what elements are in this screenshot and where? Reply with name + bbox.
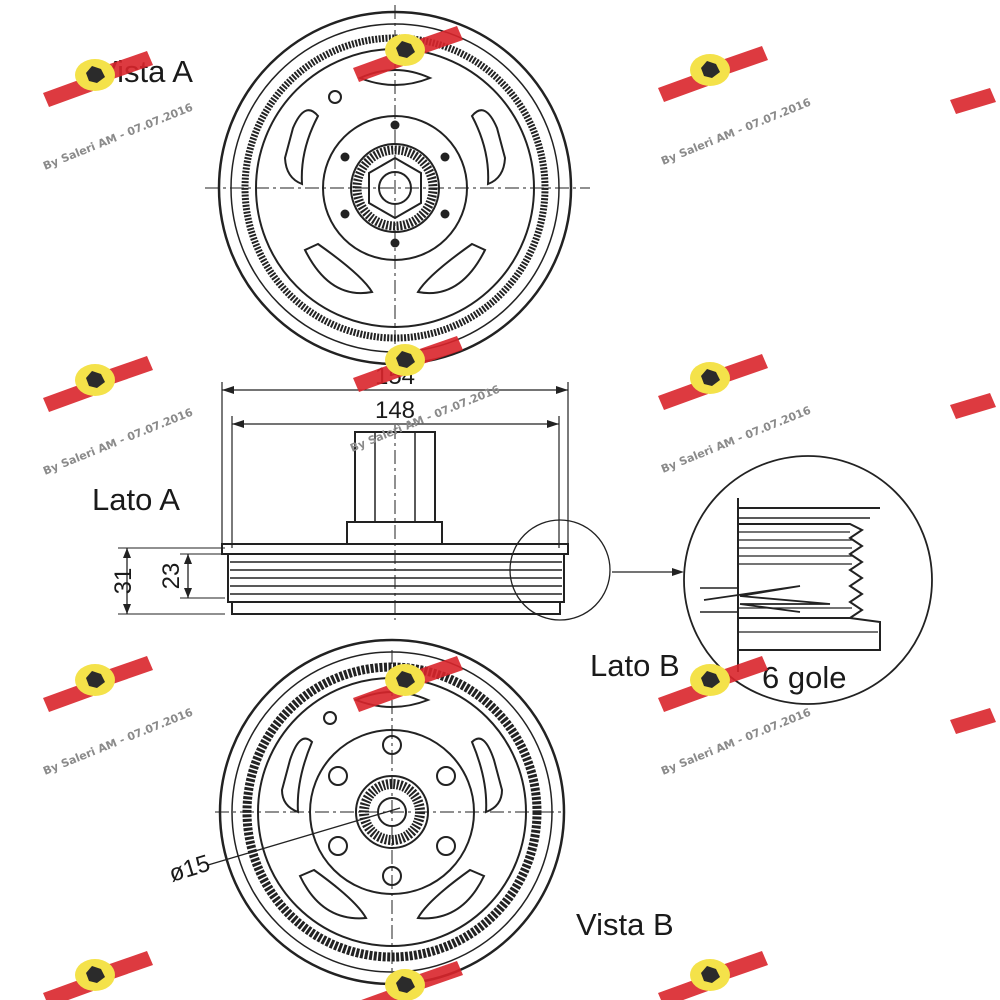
watermark-2: [658, 46, 768, 102]
lato-a-label: Lato A: [92, 482, 180, 517]
watermark-edge-1: [950, 88, 996, 114]
watermark-text-6: By Saleri AM - 07.07.2016: [348, 383, 502, 455]
dim-inner-width: 148: [375, 397, 415, 424]
watermark-text-2: By Saleri AM - 07.07.2016: [659, 96, 813, 168]
lato-b-label: Lato B: [590, 648, 680, 683]
watermark-10: [43, 951, 153, 1000]
watermark-edge-2: [950, 393, 996, 419]
watermark-4: [43, 356, 153, 412]
watermark-11: [658, 951, 768, 1000]
watermark-text-5: By Saleri AM - 07.07.2016: [659, 404, 813, 476]
watermark-text-1: By Saleri AM - 07.07.2016: [41, 101, 195, 173]
dim-hole-diameter: ø15: [166, 850, 213, 888]
vista-b-label: Vista B: [576, 907, 674, 942]
gole-label: 6 gole: [762, 660, 846, 695]
dim-pulley-height: 23: [158, 563, 185, 590]
watermark-text-8: By Saleri AM - 07.07.2016: [659, 706, 813, 778]
watermark-5: [658, 354, 768, 410]
watermark-text-4: By Saleri AM - 07.07.2016: [41, 406, 195, 478]
side-view: [118, 382, 684, 621]
watermark-7: [43, 656, 153, 712]
watermark-edge-3: [950, 708, 996, 734]
vista-a-view: [205, 5, 590, 366]
watermark-text-7: By Saleri AM - 07.07.2016: [41, 706, 195, 778]
watermark-3: [353, 26, 463, 82]
vista-b-view: [207, 638, 566, 995]
dim-total-height: 31: [110, 568, 137, 595]
watermark-12: [353, 961, 463, 1000]
groove-detail: [683, 455, 933, 705]
watermark-9: [353, 656, 463, 712]
